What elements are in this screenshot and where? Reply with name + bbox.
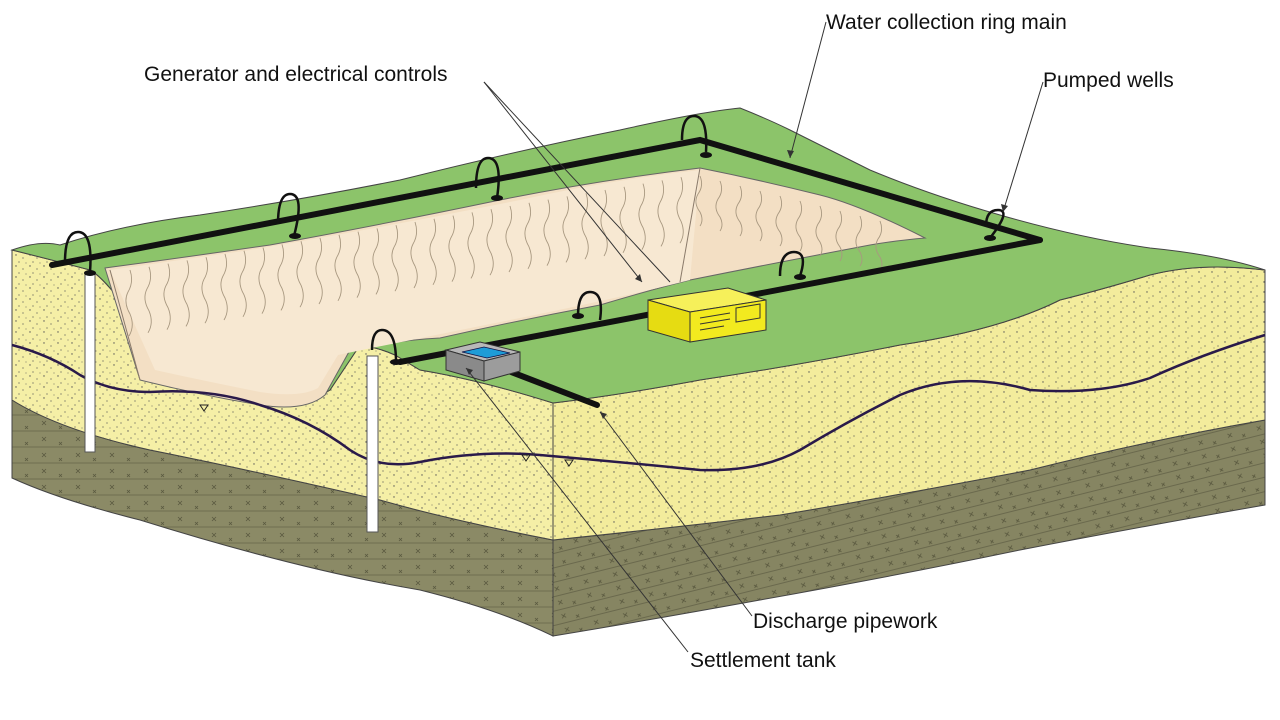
slope-ripple [835,210,843,262]
slope-ripple [486,209,494,276]
leader-discharge [599,411,753,617]
wellhead-icon [474,156,500,199]
label-discharge-pipework: Discharge pipework [753,610,938,633]
label-pumped-wells: Pumped wells [1043,69,1174,92]
slope-ripple [182,260,190,327]
leader-generator-2 [483,81,671,283]
slope-ripple [875,220,883,272]
excavation-floor [110,170,700,395]
slope-ripple [695,175,703,227]
slope-ripple [201,257,209,324]
slope-ripple [735,185,743,237]
slope-ripple [163,263,171,330]
slope-texture [125,175,883,337]
slope-ripple [144,266,152,334]
slope-ripple [391,225,399,292]
wellhead-icon [576,290,603,321]
slope-ripple [505,205,513,273]
excavation-edge [679,167,701,283]
wellhead-icon [680,114,708,153]
slope-ripple [755,190,763,242]
slope-ripple [125,269,133,337]
inverted-triangle-icon [199,404,209,412]
slope-ripple [315,237,323,305]
excavation-edge [109,269,141,381]
wellhead-icon [276,192,300,237]
slope-ripple [258,247,266,314]
leader-ring-main [789,21,827,159]
leader-settlement [465,367,689,653]
pumped-well-heads [63,114,1005,363]
slope-ripple [619,186,627,254]
slope-ripple [429,218,437,286]
slope-ripple [467,212,475,279]
slope-ripple [277,244,285,311]
label-settlement-tank: Settlement tank [690,649,836,672]
slope-ripple [239,250,247,318]
leader-arrows [466,150,1008,419]
water-table-marker [199,404,574,467]
slope-ripple [676,177,684,244]
wellhead-icon [778,250,805,277]
wellhead-icon [984,208,1005,239]
slope-ripple [855,215,863,267]
wellhead-icon [370,328,398,363]
leader-pumped-wells [1002,81,1044,213]
slope-ripple [334,234,342,302]
settlement-tank [444,341,521,382]
slope-ripple [638,183,646,250]
slope-ripple [795,200,803,252]
label-generator-electrical-controls: Generator and electrical controls [144,63,448,86]
water-table-line [11,333,1266,472]
inverted-triangle-icon [521,454,531,462]
slope-ripple [353,231,361,298]
slope-ripple [775,195,783,247]
slope-ripple [372,228,380,295]
label-water-collection-ring-main: Water collection ring main [826,11,1067,34]
generator [647,287,767,343]
well-casing [366,355,379,533]
slope-ripple [524,202,532,270]
slope-ripple [296,241,304,308]
slope-ripple [448,215,456,282]
wellhead-icon [63,230,92,273]
leader-lines [465,21,1044,653]
slope-ripple [657,180,665,247]
wellhead-bases [84,152,996,365]
slope-ripple [581,193,589,260]
well-casing [84,271,96,453]
slope-ripple [543,199,551,266]
slope-ripple [410,221,418,289]
slope-ripple [715,180,723,232]
slope-ripple [562,196,570,263]
leader-generator [483,81,643,283]
slope-ripple [220,253,228,321]
slope-ripple [815,205,823,257]
inverted-triangle-icon [564,459,574,467]
slope-ripple [600,189,608,257]
